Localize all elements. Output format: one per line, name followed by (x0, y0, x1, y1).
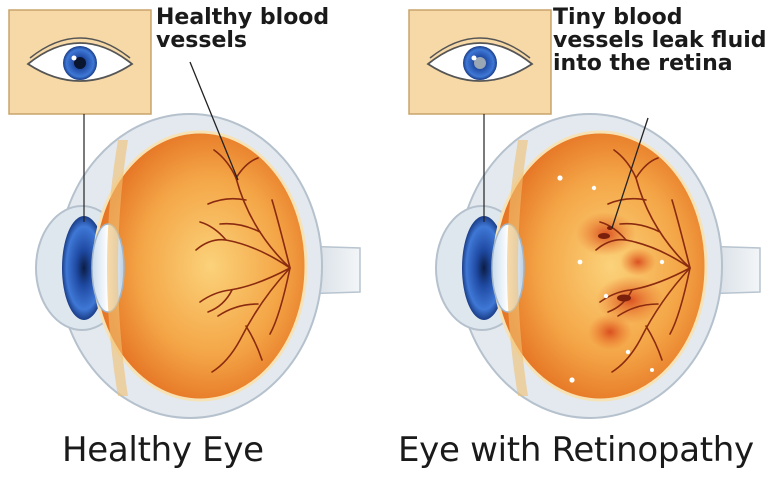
healthy-vessels-annotation: Healthy blood vessels (156, 6, 329, 52)
healthy-annotation-line-2: vessels (156, 29, 329, 52)
retina (494, 132, 706, 400)
retinopathy-annotation-line-1: Tiny blood (553, 6, 776, 29)
retinopathy-annotation-line-2: vessels leak fluid (553, 29, 776, 52)
leaking-vessels-annotation: Tiny blood vessels leak fluid into the r… (553, 6, 776, 75)
retinopathy-inset-front-view (409, 10, 551, 114)
healthy-annotation-line-1: Healthy blood (156, 6, 329, 29)
retina (94, 132, 306, 400)
healthy-eye-title: Healthy Eye (62, 430, 264, 470)
retinopathy-annotation-line-3: into the retina (553, 52, 776, 75)
retinopathy-eye-title: Eye with Retinopathy (398, 430, 754, 470)
healthy-eye-illustration (9, 10, 360, 418)
healthy-inset-front-view (9, 10, 151, 114)
